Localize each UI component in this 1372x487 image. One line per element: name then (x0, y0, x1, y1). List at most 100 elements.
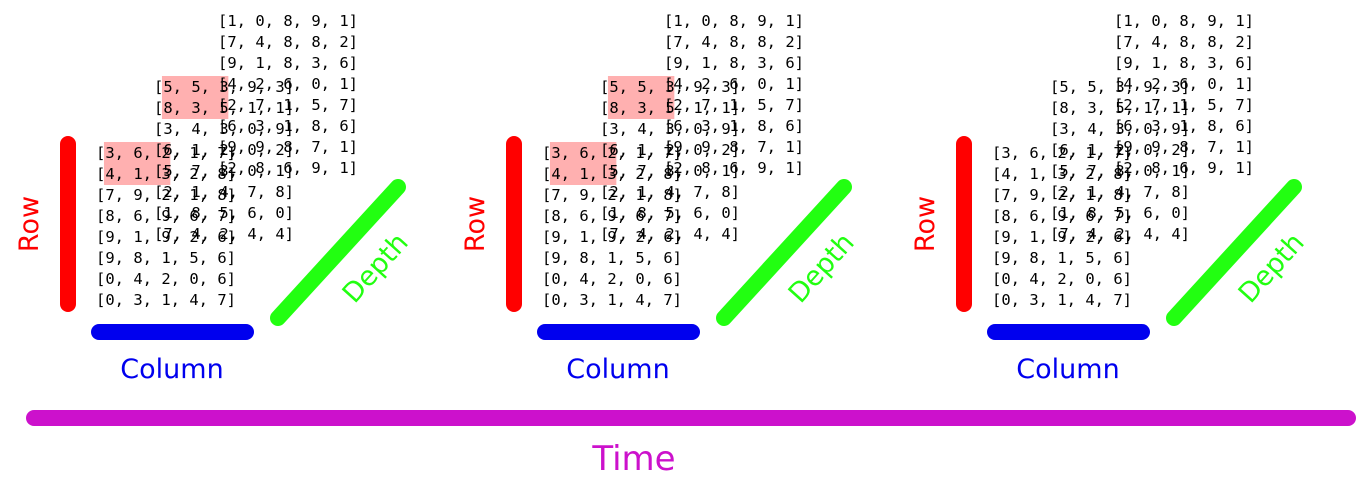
matrix-row: [5, 7, 3, 0, 1] (154, 162, 294, 180)
matrix-row: [9, 1, 9, 2, 6] (542, 228, 682, 246)
matrix-row: [4, 2, 6, 0, 1] (218, 75, 358, 93)
matrix-row: [7, 9, 2, 1, 8] (992, 186, 1132, 204)
matrix-row: [4, 1, 3, 2, 8] (96, 165, 236, 183)
matrix-row: [5, 7, 3, 0, 1] (600, 162, 740, 180)
matrix-row: [3, 4, 3, 0, 9] (154, 120, 294, 138)
matrix-row: [2, 8, 6, 9, 1] (218, 159, 358, 177)
matrix-row: [9, 9, 8, 7, 1] (1114, 138, 1254, 156)
matrix-row: [9, 8, 1, 5, 6] (96, 249, 236, 267)
matrix-row: [0, 3, 1, 4, 7] (992, 291, 1132, 309)
panel-2: [1, 0, 8, 9, 1] [7, 4, 8, 8, 2] [9, 1, 8, … (460, 12, 861, 385)
matrix-row: [5, 5, 3, 9, 3] (154, 78, 294, 96)
matrix-layer-1: [1, 0, 8, 9, 1] [7, 4, 8, 8, 2] [9, 1, 8, … (664, 12, 804, 177)
matrix-row: [1, 8, 5, 6, 0] (600, 204, 740, 222)
matrix-row: [2, 7, 1, 5, 7] (664, 96, 804, 114)
panel-1: [1, 0, 8, 9, 1] [7, 4, 8, 8, 2] [9, 1, 8, … (14, 12, 415, 385)
highlight-block-2 (103, 142, 171, 185)
row-axis-label: Row (460, 196, 491, 252)
matrix-row: [8, 3, 5, 1, 1] (154, 99, 294, 117)
matrix-layer-3: [3, 6, 2, 1, 7] [4, 1, 3, 2, 8] [7, 9, 2, … (992, 144, 1132, 309)
matrix-row: [9, 9, 8, 7, 1] (218, 138, 358, 156)
matrix-row: [8, 6, 9, 6, 7] (542, 207, 682, 225)
row-axis-label: Row (910, 196, 941, 252)
matrix-row: [8, 3, 5, 1, 1] (1050, 99, 1190, 117)
matrix-row: [5, 5, 3, 9, 3] (1050, 78, 1190, 96)
matrix-row: [0, 3, 1, 4, 7] (96, 291, 236, 309)
matrix-row: [5, 5, 3, 9, 3] (600, 78, 740, 96)
matrix-row: [8, 6, 9, 6, 7] (96, 207, 236, 225)
panels-group: [1, 0, 8, 9, 1] [7, 4, 8, 8, 2] [9, 1, 8, … (14, 12, 1311, 385)
matrix-row: [9, 1, 8, 3, 6] (664, 54, 804, 72)
matrix-row: [1, 0, 8, 9, 1] (664, 12, 804, 30)
matrix-row: [3, 4, 3, 0, 9] (600, 120, 740, 138)
matrix-row: [1, 0, 8, 9, 1] (1114, 12, 1254, 30)
matrix-layer-3: [3, 6, 2, 1, 7] [4, 1, 3, 2, 8] [7, 9, 2, … (542, 144, 682, 309)
matrix-row: [7, 9, 2, 1, 8] (542, 186, 682, 204)
matrix-row: [2, 7, 1, 5, 7] (1114, 96, 1254, 114)
matrix-row: [6, 3, 1, 8, 6] (664, 117, 804, 135)
matrix-row: [9, 8, 1, 5, 6] (992, 249, 1132, 267)
matrix-row: [3, 6, 2, 1, 7] (96, 144, 236, 162)
matrix-row: [9, 1, 8, 3, 6] (218, 54, 358, 72)
matrix-row: [2, 1, 4, 7, 8] (1050, 183, 1190, 201)
column-axis-label: Column (566, 354, 669, 385)
matrix-row: [0, 4, 2, 0, 6] (542, 270, 682, 288)
highlight-block-1 (161, 76, 229, 119)
matrix-layer-1: [1, 0, 8, 9, 1] [7, 4, 8, 8, 2] [9, 1, 8, … (218, 12, 358, 177)
matrix-row: [7, 4, 8, 8, 2] (218, 33, 358, 51)
matrix-row: [9, 1, 8, 3, 6] (1114, 54, 1254, 72)
matrix-row: [1, 8, 5, 6, 0] (154, 204, 294, 222)
matrix-row: [1, 0, 8, 9, 1] (218, 12, 358, 30)
matrix-row: [7, 4, 8, 8, 2] (664, 33, 804, 51)
matrix-row: [4, 2, 6, 0, 1] (1114, 75, 1254, 93)
matrix-row: [6, 1, 2, 0, 2] (154, 141, 294, 159)
time-axis-label: Time (591, 439, 675, 479)
matrix-row: [7, 4, 2, 4, 4] (154, 225, 294, 243)
matrix-row: [0, 3, 1, 4, 7] (542, 291, 682, 309)
row-axis-label: Row (14, 196, 45, 252)
matrix-layer-2: [5, 5, 3, 9, 3] [8, 3, 5, 1, 1] [3, 4, 3, … (154, 78, 294, 243)
matrix-row: [5, 7, 3, 0, 1] (1050, 162, 1190, 180)
matrix-layer-2: [5, 5, 3, 9, 3] [8, 3, 5, 1, 1] [3, 4, 3, … (1050, 78, 1190, 243)
matrix-row: [3, 6, 2, 1, 7] (542, 144, 682, 162)
depth-axis-bar (716, 179, 852, 326)
matrix-row: [7, 4, 2, 4, 4] (600, 225, 740, 243)
matrix-row: [2, 1, 4, 7, 8] (600, 183, 740, 201)
matrix-row: [6, 3, 1, 8, 6] (218, 117, 358, 135)
highlight-block-1 (607, 76, 675, 119)
matrix-row: [9, 1, 9, 2, 6] (96, 228, 236, 246)
matrix-row: [9, 9, 8, 7, 1] (664, 138, 804, 156)
matrix-row: [8, 6, 9, 6, 7] (992, 207, 1132, 225)
matrix-layer-2: [5, 5, 3, 9, 3] [8, 3, 5, 1, 1] [3, 4, 3, … (600, 78, 740, 243)
matrix-row: [0, 4, 2, 0, 6] (992, 270, 1132, 288)
matrix-row: [6, 1, 2, 0, 2] (600, 141, 740, 159)
matrix-row: [3, 4, 3, 0, 9] (1050, 120, 1190, 138)
matrix-row: [9, 8, 1, 5, 6] (542, 249, 682, 267)
matrix-row: [6, 1, 2, 0, 2] (1050, 141, 1190, 159)
panel-3: [1, 0, 8, 9, 1] [7, 4, 8, 8, 2] [9, 1, 8, … (910, 12, 1311, 385)
matrix-row: [6, 3, 1, 8, 6] (1114, 117, 1254, 135)
matrix-row: [2, 1, 4, 7, 8] (154, 183, 294, 201)
matrix-layer-1: [1, 0, 8, 9, 1] [7, 4, 8, 8, 2] [9, 1, 8, … (1114, 12, 1254, 177)
matrix-row: [7, 4, 8, 8, 2] (1114, 33, 1254, 51)
depth-axis-bar (270, 179, 406, 326)
matrix-row: [9, 1, 9, 2, 6] (992, 228, 1132, 246)
matrix-row: [2, 8, 6, 9, 1] (1114, 159, 1254, 177)
matrix-row: [1, 8, 5, 6, 0] (1050, 204, 1190, 222)
highlight-block-2 (549, 142, 617, 185)
matrix-row: [4, 2, 6, 0, 1] (664, 75, 804, 93)
matrix-row: [4, 1, 3, 2, 8] (542, 165, 682, 183)
matrix-row: [2, 8, 6, 9, 1] (664, 159, 804, 177)
matrix-row: [7, 9, 2, 1, 8] (96, 186, 236, 204)
matrix-row: [0, 4, 2, 0, 6] (96, 270, 236, 288)
column-axis-label: Column (120, 354, 223, 385)
matrix-row: [3, 6, 2, 1, 7] (992, 144, 1132, 162)
matrix-row: [8, 3, 5, 1, 1] (600, 99, 740, 117)
matrix-layer-3: [3, 6, 2, 1, 7] [4, 1, 3, 2, 8] [7, 9, 2, … (96, 144, 236, 309)
matrix-row: [7, 4, 2, 4, 4] (1050, 225, 1190, 243)
matrix-row: [2, 7, 1, 5, 7] (218, 96, 358, 114)
matrix-row: [4, 1, 3, 2, 8] (992, 165, 1132, 183)
depth-axis-bar (1166, 179, 1302, 326)
